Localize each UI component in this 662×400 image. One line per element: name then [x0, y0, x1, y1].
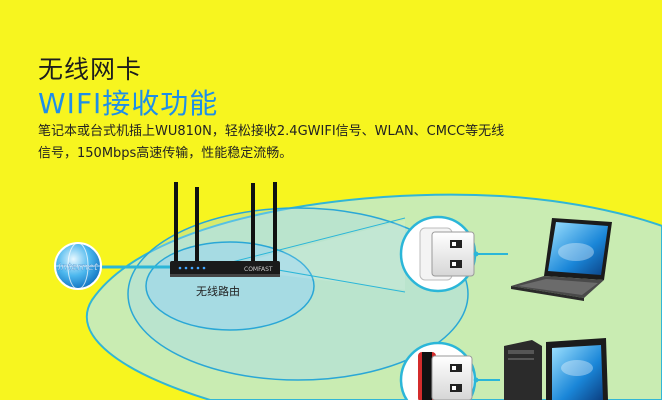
description: 笔记本或台式机插上WU810N，轻松接收2.4GWIFI信号、WLAN、CMCC… — [38, 121, 558, 165]
usb-adapter-icon — [399, 215, 477, 293]
router-label: 无线路由 — [196, 285, 240, 298]
signal-ring-outer — [127, 207, 469, 381]
laptop-icon — [511, 218, 612, 301]
desktop-pc-icon — [504, 338, 608, 400]
subheadline: WIFI接收功能 — [38, 87, 219, 120]
router-icon: COMFAST — [170, 182, 280, 277]
usb-adapter-icon-red — [399, 341, 477, 400]
description-line-2: 信号，150Mbps高速传输，性能稳定流畅。 — [38, 146, 293, 161]
headline: 无线网卡 — [38, 55, 143, 84]
router-brand: COMFAST — [244, 266, 273, 273]
description-line-1: 笔记本或台式机插上WU810N，轻松接收2.4GWIFI信号、WLAN、CMCC… — [38, 124, 505, 139]
internet-label: Internet — [58, 262, 99, 273]
globe-icon: Internet — [54, 242, 102, 290]
